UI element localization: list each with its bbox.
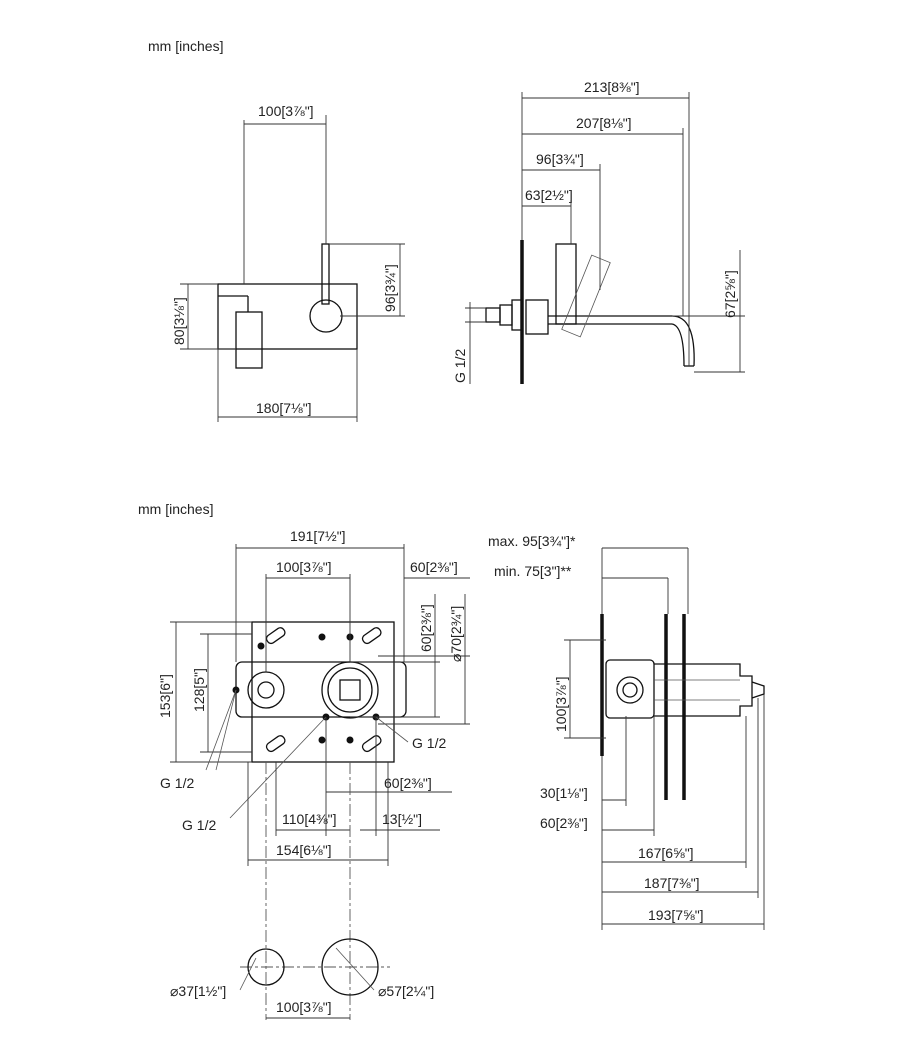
dim-187: 187[7⅜"] bbox=[644, 875, 700, 891]
dim-96-side: 96[3¾"] bbox=[536, 151, 584, 167]
dim-193: 193[7⅝"] bbox=[648, 907, 704, 923]
dim-100-top-front: 100[3⅞"] bbox=[258, 103, 314, 119]
dim-100-rosettes: 100[3⅞"] bbox=[276, 999, 332, 1015]
dim-191: 191[7½"] bbox=[290, 528, 346, 544]
dim-100-side: 100[3⅞"] bbox=[553, 676, 569, 732]
units-label-bottom: mm [inches] bbox=[138, 501, 213, 517]
dim-30: 30[1⅛"] bbox=[540, 785, 588, 801]
dim-d70: ⌀70[2¾"] bbox=[448, 606, 464, 662]
bottom-side-view: max. 95[3¾"]* min. 75[3"]** 100[3⅞"] 30[… bbox=[488, 533, 765, 930]
dim-63: 63[2½"] bbox=[525, 187, 573, 203]
dim-max95: max. 95[3¾"]* bbox=[488, 533, 576, 549]
dim-60-top: 60[2⅜"] bbox=[410, 559, 458, 575]
dim-213: 213[8⅜"] bbox=[584, 79, 640, 95]
dim-67: 67[2⅝"] bbox=[722, 270, 738, 318]
top-side-view: 213[8⅜"] 207[8⅛"] 96[3¾"] 63[2½"] 67[2⅝"… bbox=[452, 79, 745, 384]
thread-g12-right: G 1/2 bbox=[412, 735, 446, 751]
dim-d37: ⌀37[1½"] bbox=[170, 983, 226, 999]
dim-d57: ⌀57[2¼"] bbox=[378, 983, 434, 999]
dim-60-vertical: 60[2⅜"] bbox=[418, 604, 434, 652]
dim-207: 207[8⅛"] bbox=[576, 115, 632, 131]
thread-g12-top: G 1/2 bbox=[452, 349, 468, 383]
dim-60-bottom: 60[2⅜"] bbox=[384, 775, 432, 791]
dim-167: 167[6⅝"] bbox=[638, 845, 694, 861]
dim-80-top-front: 80[3⅛"] bbox=[171, 297, 187, 345]
dim-100-bottom-front-top: 100[3⅞"] bbox=[276, 559, 332, 575]
bottom-front-view: 191[7½"] 100[3⅞"] 60[2⅜"] 60[2⅜"] ⌀70[2¾… bbox=[157, 528, 470, 1020]
dim-128: 128[5"] bbox=[191, 668, 207, 712]
dim-min75: min. 75[3"]** bbox=[494, 563, 572, 579]
dim-154: 154[6⅛"] bbox=[276, 842, 332, 858]
units-label-top: mm [inches] bbox=[148, 38, 223, 54]
dim-13: 13[½"] bbox=[382, 811, 422, 827]
thread-g12-left: G 1/2 bbox=[160, 775, 194, 791]
top-front-view: 100[3⅞"] 96[3¾"] 80[3⅛"] 180[7⅛"] bbox=[171, 103, 405, 422]
dim-60-side: 60[2⅜"] bbox=[540, 815, 588, 831]
dim-153: 153[6"] bbox=[157, 674, 173, 718]
dim-180-top-front: 180[7⅛"] bbox=[256, 400, 312, 416]
thread-g12-bottom: G 1/2 bbox=[182, 817, 216, 833]
dim-96-top-front: 96[3¾"] bbox=[382, 264, 398, 312]
dim-110: 110[4⅜"] bbox=[282, 811, 337, 827]
